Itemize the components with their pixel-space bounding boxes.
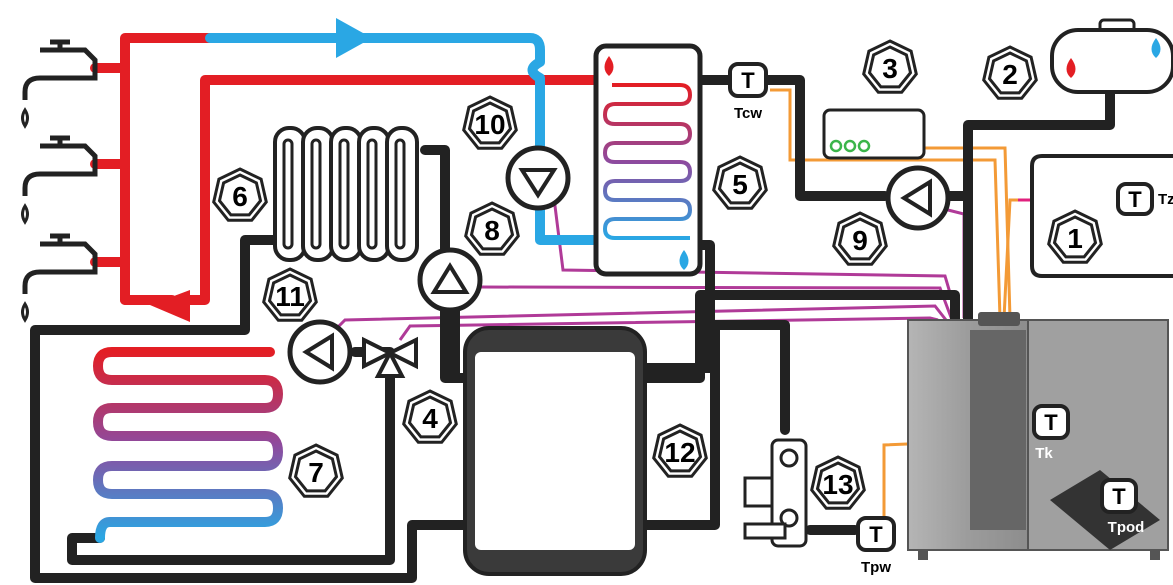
badge-4: 4 bbox=[402, 389, 458, 444]
pipe-radiator-return bbox=[30, 235, 470, 583]
sensor-tz-letter: T bbox=[1128, 187, 1142, 212]
badge-number-13: 13 bbox=[822, 469, 853, 500]
cold-water-pipe bbox=[205, 33, 603, 245]
cold-flow-arrow bbox=[336, 18, 372, 58]
pipe-cylinder-return bbox=[640, 240, 715, 373]
sensor-tz-label: Tz bbox=[1158, 191, 1173, 208]
buffer-tank bbox=[463, 326, 647, 576]
pump-group bbox=[743, 438, 808, 548]
tap-3-icon bbox=[21, 233, 98, 323]
sensor-tpod-letter: T bbox=[1112, 484, 1126, 509]
hot-water-cylinder bbox=[593, 43, 703, 277]
badge-6: 6 bbox=[212, 167, 268, 222]
badge-2: 2 bbox=[982, 45, 1038, 100]
pump-11-icon bbox=[287, 319, 353, 385]
pump-10-icon bbox=[505, 145, 571, 211]
pipe-pump-9-to-boiler bbox=[943, 85, 1115, 201]
pipes bbox=[30, 33, 1115, 583]
pump-9-icon bbox=[885, 165, 951, 231]
badge-number-2: 2 bbox=[1002, 59, 1018, 90]
badge-number-4: 4 bbox=[422, 403, 438, 434]
sensor-tcw-label: Tcw bbox=[734, 105, 762, 122]
cable-tz-orange bbox=[1002, 198, 1018, 319]
hot-water-supply-pipe bbox=[173, 75, 603, 305]
badge-5: 5 bbox=[712, 155, 768, 210]
pump-8-icon bbox=[417, 247, 483, 313]
room-panel bbox=[1030, 154, 1173, 278]
badge-11: 11 bbox=[262, 267, 318, 322]
badge-number-10: 10 bbox=[474, 109, 505, 140]
badge-13: 13 bbox=[810, 455, 866, 510]
tap-2-icon bbox=[21, 135, 98, 225]
sensor-tk-label: Tk bbox=[1035, 445, 1053, 462]
sensor-tpod-label: Tpod bbox=[1108, 519, 1145, 536]
sensor-tpw: T Tpw bbox=[856, 516, 896, 576]
tap-1-icon bbox=[21, 39, 98, 129]
sensor-tk-letter: T bbox=[1044, 410, 1058, 435]
radiator bbox=[273, 126, 419, 262]
controller-unit bbox=[822, 108, 926, 160]
hot-water-tap-riser bbox=[120, 33, 215, 305]
underfloor-heating-coil bbox=[92, 347, 284, 543]
pipe-floor-return bbox=[67, 373, 395, 565]
badge-1: 1 bbox=[1047, 209, 1103, 264]
three-way-valve-icon bbox=[362, 336, 418, 378]
badge-9: 9 bbox=[832, 211, 888, 266]
hot-flow-arrow bbox=[150, 290, 190, 322]
sensor-tcw-letter: T bbox=[741, 68, 755, 93]
cable-pump-11 bbox=[333, 304, 948, 332]
badge-3: 3 bbox=[862, 39, 918, 94]
pipe-tank-right bbox=[640, 320, 790, 530]
badge-number-5: 5 bbox=[732, 169, 748, 200]
sensor-tcw: T Tcw bbox=[728, 62, 768, 122]
expansion-tank bbox=[1050, 18, 1173, 94]
badge-7: 7 bbox=[288, 443, 344, 498]
sensor-tpw-letter: T bbox=[869, 522, 883, 547]
cable-tcw bbox=[770, 88, 1002, 319]
badge-number-1: 1 bbox=[1067, 223, 1083, 254]
sensor-tz: T Tz bbox=[1116, 182, 1173, 216]
sensor-tpw-label: Tpw bbox=[861, 559, 891, 576]
badge-number-3: 3 bbox=[882, 53, 898, 84]
cold-drop-icon bbox=[679, 250, 689, 270]
badge-number-11: 11 bbox=[275, 281, 305, 312]
sensor-tk: T Tk bbox=[1032, 404, 1070, 462]
badge-12: 12 bbox=[652, 423, 708, 478]
badge-number-8: 8 bbox=[484, 215, 500, 246]
badge-number-12: 12 bbox=[664, 437, 695, 468]
cable-pump-8 bbox=[479, 285, 954, 321]
badge-8: 8 bbox=[464, 201, 520, 256]
badge-10: 10 bbox=[462, 95, 518, 150]
pipe-tank-to-boiler-top bbox=[640, 290, 960, 383]
badge-number-7: 7 bbox=[308, 457, 324, 488]
badge-number-6: 6 bbox=[232, 181, 248, 212]
sensor-tpod: T Tpod bbox=[1100, 478, 1145, 536]
hot-drop-icon bbox=[604, 56, 614, 76]
badge-number-9: 9 bbox=[852, 225, 868, 256]
